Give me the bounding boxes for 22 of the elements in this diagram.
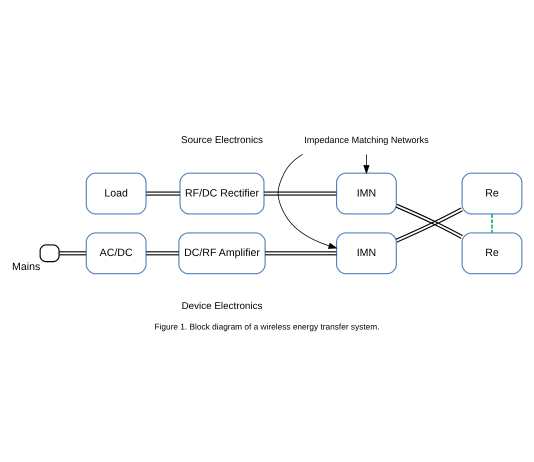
- node-box: IMN: [336, 172, 397, 215]
- node-plug: [40, 244, 60, 262]
- arrow: [278, 154, 338, 249]
- node-box: Load: [86, 172, 147, 215]
- connector: [491, 214, 493, 233]
- node-box: Re: [462, 172, 522, 215]
- connector: [146, 251, 179, 256]
- node-box: DC/RF Amplifier: [178, 232, 266, 274]
- node-box: IMN: [336, 232, 397, 274]
- label: Device Electronics: [182, 300, 262, 312]
- node-text: Impedance Matching Networks: [304, 134, 429, 145]
- connector: [59, 251, 86, 256]
- node-box: RF/DC Rectifier: [179, 172, 265, 215]
- node-box: AC/DC: [86, 232, 147, 274]
- connector: [146, 191, 180, 196]
- arrow: [363, 154, 370, 174]
- node-box: Re: [462, 232, 522, 274]
- connector: [264, 191, 336, 196]
- label: Source Electronics: [181, 135, 263, 146]
- node-label: Mains: [12, 261, 40, 274]
- connector: [265, 251, 336, 256]
- caption: Figure 1. Block diagram of a wireless energy transfer system.: [154, 322, 380, 332]
